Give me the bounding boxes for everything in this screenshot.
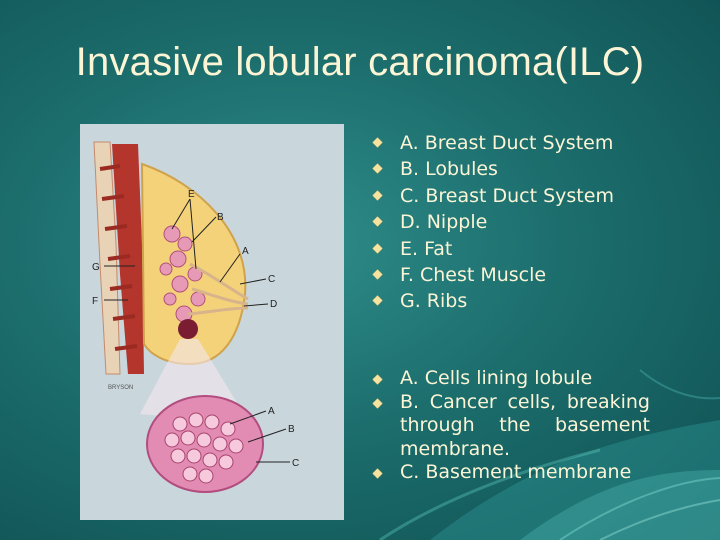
list-item-text: G. Ribs (400, 290, 468, 313)
list-item-text: F. Chest Muscle (400, 264, 547, 287)
list-item: C. Breast Duct System (372, 183, 614, 209)
list-item: B. Lobules (372, 156, 614, 182)
list-item-text: B. Lobules (400, 158, 498, 181)
cell-legend-list: A. Cells lining lobule B. Cancer cells, … (372, 367, 650, 485)
list-item-text: A. Breast Duct System (400, 132, 614, 154)
diamond-bullet-icon (372, 243, 383, 254)
illustration-label-a: A (242, 246, 249, 257)
list-item-text: C. Basement membrane (400, 461, 632, 483)
list-item: E. Fat (372, 236, 614, 262)
illustration-label-f: F (92, 296, 98, 307)
illustration-label-b: B (217, 212, 224, 223)
list-item: A. Breast Duct System (372, 130, 614, 156)
list-item-text: D. Nipple (400, 211, 488, 234)
illustration-credit: BRYSON (108, 385, 133, 391)
list-item: A. Cells lining lobule (372, 367, 650, 391)
diamond-bullet-icon (372, 163, 383, 174)
list-item: F. Chest Muscle (372, 262, 614, 288)
anatomy-legend-list: A. Breast Duct System B. Lobules C. Brea… (372, 130, 614, 315)
diamond-bullet-icon (372, 269, 383, 280)
list-item: G. Ribs (372, 288, 614, 314)
breast-fat-shape (140, 162, 247, 366)
diamond-bullet-icon (372, 374, 383, 385)
list-item-text: C. Breast Duct System (400, 184, 614, 207)
tumor-shape (178, 319, 198, 339)
diamond-bullet-icon (372, 468, 383, 479)
breast-anatomy-illustration: E B A G C F D A B C BRYSON (80, 124, 344, 520)
diamond-bullet-icon (372, 398, 383, 408)
diamond-bullet-icon (372, 190, 383, 201)
list-item-text: B. Cancer cells, breaking through the ba… (400, 390, 650, 460)
list-item-text: E. Fat (400, 237, 453, 260)
diamond-bullet-icon (372, 216, 383, 227)
list-item-text: A. Cells lining lobule (400, 367, 593, 389)
illustration-label-c: C (268, 274, 275, 285)
diamond-bullet-icon (372, 137, 383, 148)
list-item: C. Basement membrane (372, 461, 650, 485)
slide-title: Invasive lobular carcinoma(ILC) (75, 40, 645, 84)
illustration-label-a-cells: A (268, 406, 275, 417)
rib-bone-shape (93, 141, 121, 375)
chest-muscle-shape (112, 144, 144, 374)
illustration-label-c-cells: C (292, 458, 299, 469)
illustration-label-e: E (188, 189, 195, 200)
illustration-label-b-cells: B (288, 424, 295, 435)
illustration-label-d: D (270, 299, 277, 310)
diamond-bullet-icon (372, 295, 383, 306)
lobules-group (159, 225, 206, 323)
list-item: D. Nipple (372, 209, 614, 235)
illustration-label-g: G (92, 262, 100, 273)
list-item: B. Cancer cells, breaking through the ba… (372, 391, 650, 462)
